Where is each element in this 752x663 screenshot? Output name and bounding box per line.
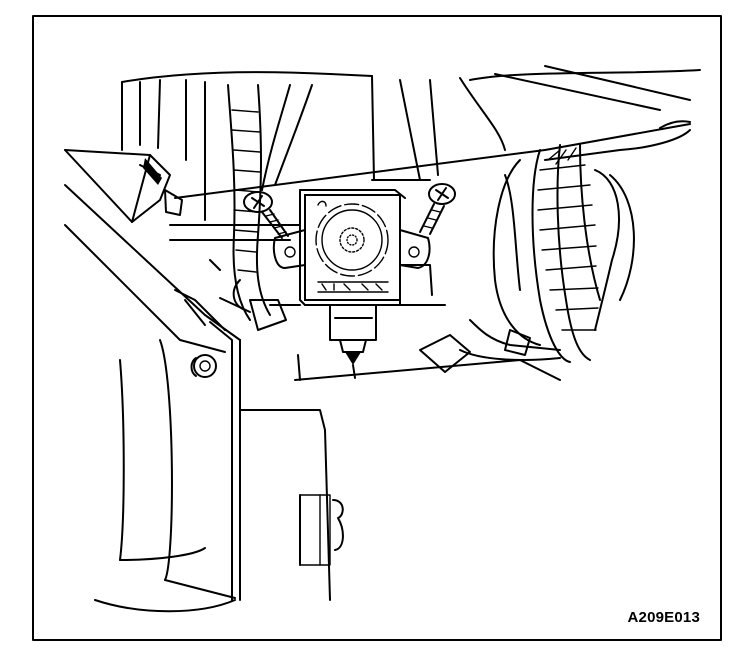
control-module: [272, 189, 431, 379]
mounting-screw-left: [243, 191, 289, 239]
left-bracket: [64, 149, 183, 223]
wiring-harness-right: [419, 144, 635, 373]
figure-code: A209E013: [627, 609, 700, 626]
wiring-harness-left: [219, 84, 313, 331]
a-pillar: [64, 184, 241, 613]
mounting-screw-right: [419, 183, 456, 235]
lower-panel: [239, 354, 561, 601]
grommet: [190, 354, 217, 378]
figure-border: [32, 15, 722, 641]
mounting-bracket: [399, 264, 433, 296]
